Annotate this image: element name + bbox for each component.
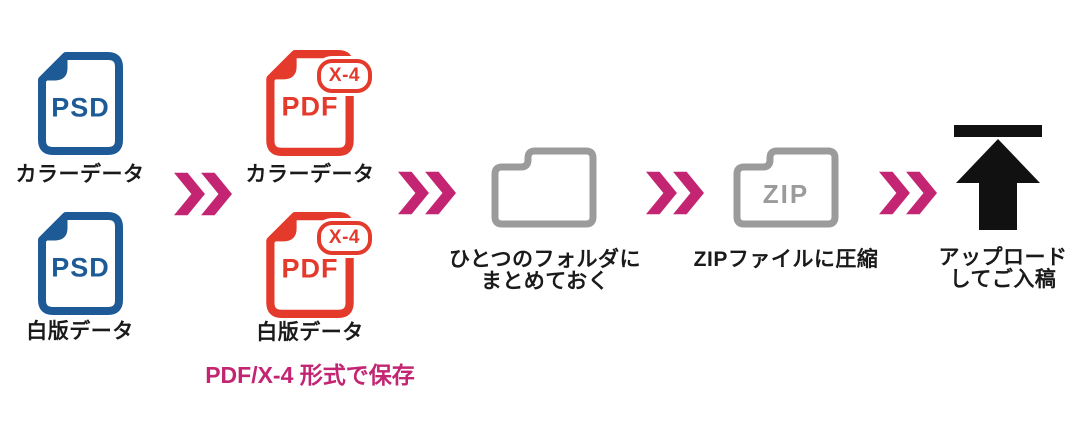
x4-badge: X-4 <box>316 221 372 255</box>
double-chevron-right-icon <box>879 171 937 215</box>
upload-step-label-line2: してご入稿 <box>949 268 1057 291</box>
pdf-x4-save-note: PDF/X-4 形式で保存 <box>205 362 415 388</box>
folder-step-label-line1: ひとつのフォルダに <box>448 248 642 271</box>
double-chevron-right-icon <box>174 172 232 216</box>
psd-file-icon: PSD <box>38 212 123 315</box>
folder-step-label-line2: まとめておく <box>480 270 610 293</box>
folder-icon <box>490 145 598 230</box>
zip-folder-icon: ZIP <box>732 145 840 230</box>
pdf-white-plate-label: 白版データ <box>256 321 364 344</box>
zip-step-label: ZIPファイルに圧縮 <box>693 248 879 271</box>
pdf-file-icon: PDF X-4 <box>263 50 372 156</box>
folder-step-label: ひとつのフォルダに まとめておく <box>445 249 645 293</box>
pdf-file-type-text: PDF <box>281 91 339 122</box>
psd-white-plate-label: 白版データ <box>26 320 134 343</box>
upload-arrow-icon <box>953 125 1043 230</box>
x4-badge: X-4 <box>316 59 372 93</box>
upload-step-label-line1: アップロード <box>938 246 1068 269</box>
double-chevron-right-icon <box>398 171 456 215</box>
pdf-file-icon: PDF X-4 <box>263 212 372 318</box>
pdf-color-data-label: カラーデータ <box>245 163 375 186</box>
psd-file-icon: PSD <box>38 52 123 155</box>
psd-file-type-text: PSD <box>51 252 110 283</box>
pdf-file-type-text: PDF <box>281 253 339 284</box>
double-chevron-right-icon <box>646 171 704 215</box>
psd-color-data-label: カラーデータ <box>15 163 145 186</box>
zip-folder-text: ZIP <box>762 179 810 209</box>
upload-step-label: アップロード してご入稿 <box>903 247 1080 291</box>
psd-file-type-text: PSD <box>51 92 110 123</box>
